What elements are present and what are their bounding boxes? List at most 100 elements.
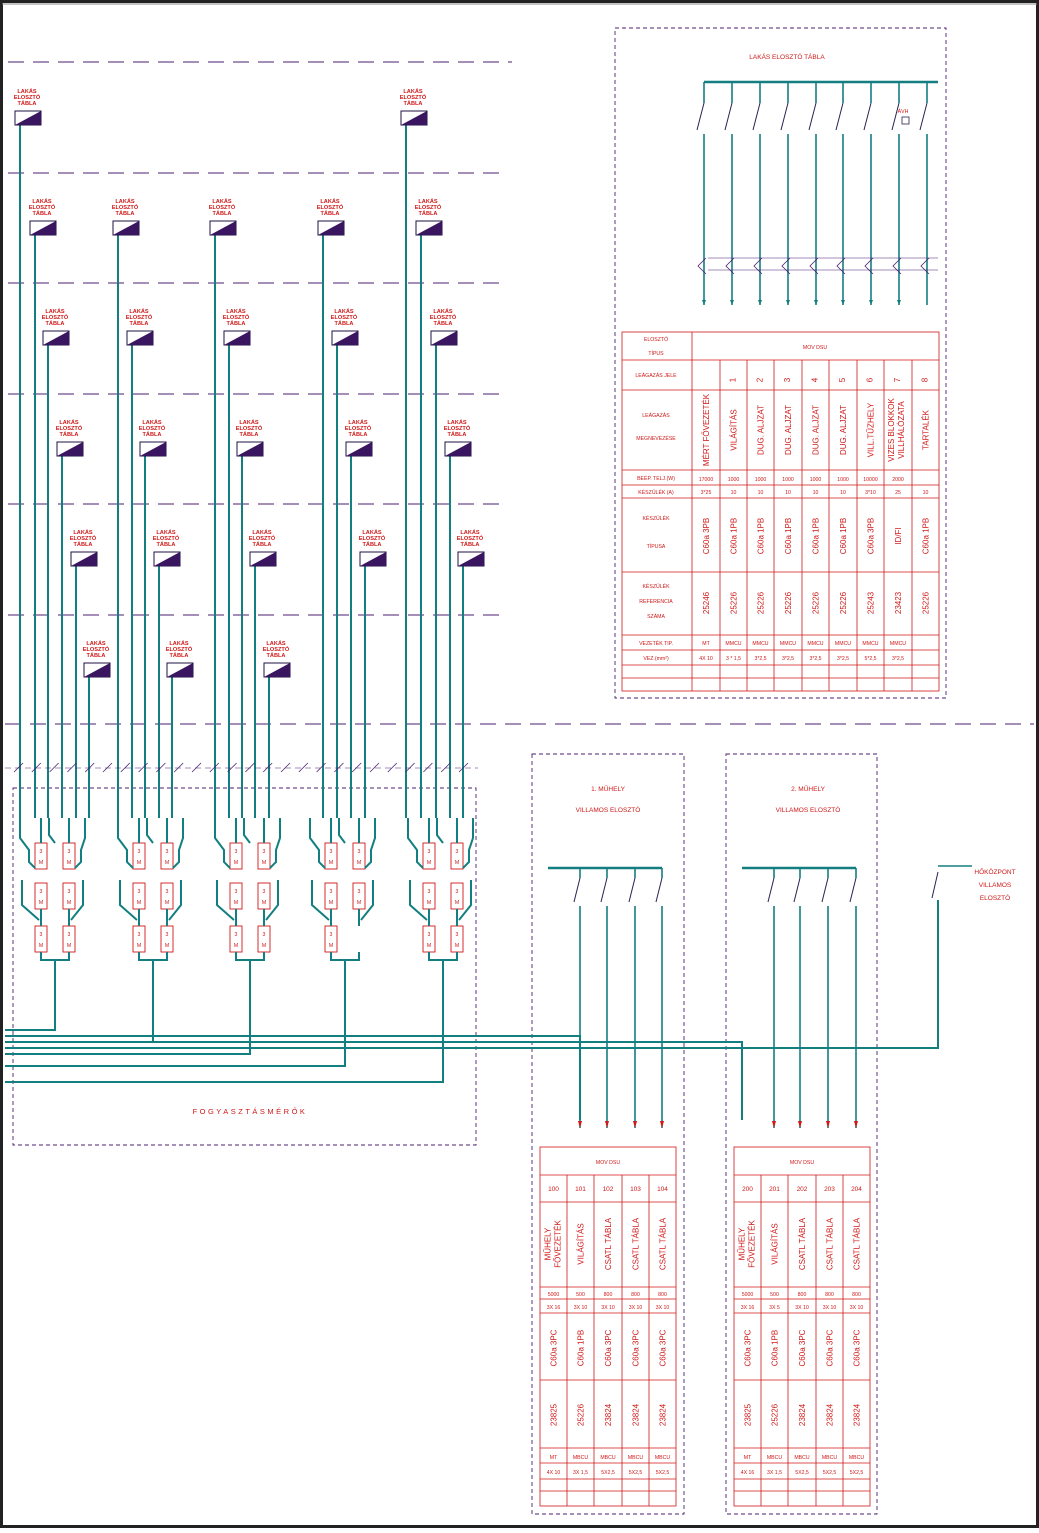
meter-outgoing: [5, 960, 444, 1083]
board-label: ELOSZTÓ: [400, 93, 427, 101]
workshop-branch-amps: 3X 16: [741, 1305, 755, 1311]
meter-label: 3: [428, 889, 431, 895]
riser-tick: [138, 762, 148, 773]
board-label: ELOSZTÓ: [444, 424, 471, 432]
meter-label: 3: [138, 849, 141, 855]
board-symbol-fill: [57, 442, 83, 456]
riser-tick: [49, 762, 59, 773]
meter-label: M: [455, 900, 459, 906]
branch-power: 10000: [863, 477, 878, 483]
board-label: TÁBLA: [434, 320, 453, 327]
meter-wire: [74, 818, 86, 869]
meter-label: 3: [456, 849, 459, 855]
workshop-table-type: MOV DSU: [790, 1160, 814, 1166]
breaker-contact: [767, 877, 775, 903]
workshop-schematics: [548, 865, 972, 1128]
branch-ref: 25226: [757, 591, 766, 614]
board-label: TÁBLA: [157, 541, 176, 548]
board-label: LAKÁS: [142, 419, 162, 426]
riser-tick: [458, 762, 469, 773]
board-label: ELOSZTÓ: [249, 534, 276, 542]
board-label: TÁBLA: [74, 541, 93, 548]
meter-outgoing: [5, 960, 251, 1055]
riser-tick: [245, 762, 255, 773]
branch-marker: [725, 257, 735, 275]
board-symbol-fill: [318, 221, 344, 235]
heating-breaker: [931, 871, 939, 899]
board-symbol-fill: [431, 331, 457, 345]
meter-label: M: [357, 860, 361, 866]
workshop-1-enclosure: [531, 753, 685, 1515]
board-label: TÁBLA: [170, 652, 189, 659]
board-symbol-fill: [445, 442, 471, 456]
board-symbol-fill: [237, 442, 263, 456]
workshop-branch-id: 103: [630, 1186, 641, 1193]
board-label: LAKÁS: [239, 419, 259, 426]
branch-device: C60a 1PB: [812, 518, 821, 554]
meter-wire: [235, 952, 265, 961]
workshop-branch-name: CSATL TÁBLA: [632, 1217, 641, 1270]
workshop-branch-section: 5X2,5: [656, 1470, 670, 1476]
board-symbol-fill: [71, 552, 97, 566]
meter-wire: [330, 909, 360, 926]
branch-name: DUG. ALJZAT: [839, 405, 848, 455]
branch-name: TARTALÉK: [922, 409, 931, 450]
branch-device: ID/FI: [894, 527, 903, 544]
riser-tick: [280, 762, 291, 773]
branch-section: 3*2,5: [809, 656, 821, 662]
board-symbol-fill: [250, 552, 276, 566]
board-label: LAKÁS: [447, 419, 467, 426]
branch-id: 5: [838, 377, 847, 382]
branch-device: C60a 1PB: [730, 518, 739, 554]
board-symbol-fill: [30, 221, 56, 235]
riser-tick: [209, 762, 220, 773]
branch-marker: [753, 257, 763, 275]
branch-name: DUG. ALJZAT: [812, 405, 821, 455]
board-symbol-fill: [84, 663, 110, 677]
riser-tick: [67, 762, 77, 773]
board-symbol-fill: [401, 111, 427, 125]
riser-tick: [227, 762, 237, 773]
branch-id: 8: [921, 377, 930, 382]
board-symbol-fill: [154, 552, 180, 566]
table-header: KÉSZÜLÉK: [642, 515, 670, 522]
workshop-branch-amps: 3X 10: [795, 1305, 809, 1311]
board-label: TÁBLA: [46, 320, 65, 327]
branch-id: 7: [893, 377, 902, 382]
board-symbol-fill: [346, 442, 372, 456]
branch-cable: MMCU: [780, 641, 796, 647]
branch-cable: MMCU: [890, 641, 906, 647]
branch-section: 3*2,5: [754, 656, 766, 662]
workshop-branch-amps: 3X 5: [769, 1305, 780, 1311]
workshop-branch-ref: 23824: [659, 1403, 668, 1426]
table-span: MOV DSU: [803, 345, 827, 351]
riser-tick: [351, 762, 362, 773]
meter-label: M: [39, 900, 43, 906]
branch-power: 17000: [699, 477, 714, 483]
workshop-branch-device: C60a 1PB: [577, 1330, 586, 1366]
workshop-branch-name: MŰHELY: [738, 1227, 747, 1260]
meter-label: 3: [40, 849, 43, 855]
branch-cable: MMCU: [752, 641, 768, 647]
meter-label: 3: [330, 932, 333, 938]
meter-label: M: [427, 860, 431, 866]
board-symbol-fill: [264, 663, 290, 677]
arrow-head: [826, 1121, 830, 1128]
workshop-branch-id: 203: [824, 1186, 835, 1193]
workshop-branch-ref: 23824: [632, 1403, 641, 1426]
board-label: ELOSZTÓ: [112, 203, 139, 211]
breaker-contact: [835, 102, 844, 131]
meter-label: M: [234, 860, 238, 866]
board-label: LAKÁS: [86, 640, 106, 647]
branch-device: C60a 3PB: [702, 518, 711, 554]
board-label: TÁBLA: [267, 652, 286, 659]
board-label: LAKÁS: [129, 308, 149, 315]
workshop-branch-device: C60a 3PC: [632, 1329, 641, 1366]
meter-label: 3: [428, 932, 431, 938]
arrow-head: [814, 300, 818, 305]
arrow-head: [772, 1121, 776, 1128]
riser-tick: [120, 762, 131, 773]
arrow-head: [660, 1121, 664, 1128]
branch-device: C60a 1PB: [922, 518, 931, 554]
